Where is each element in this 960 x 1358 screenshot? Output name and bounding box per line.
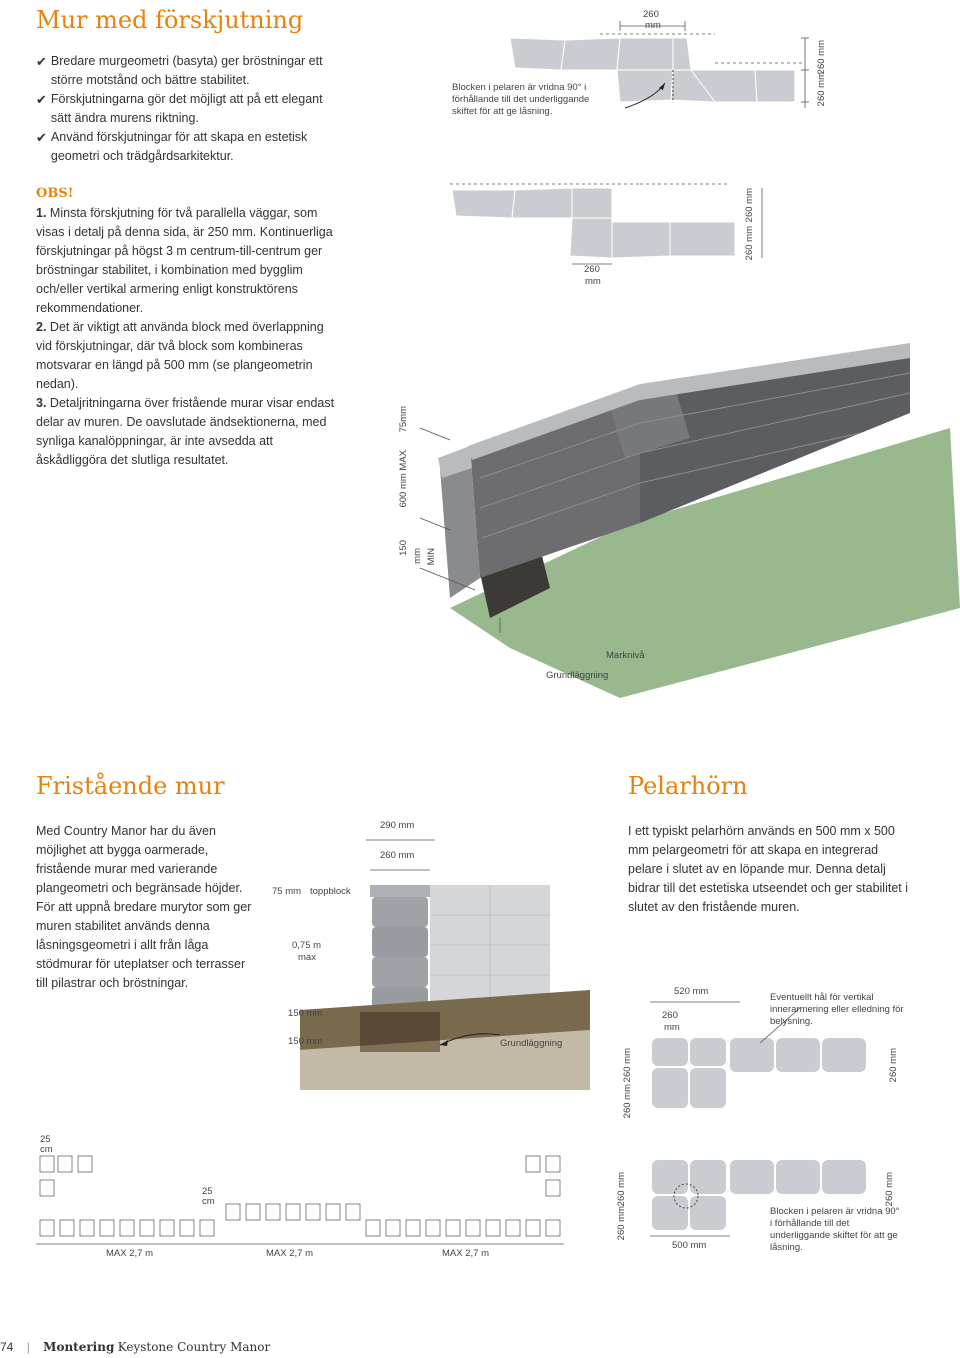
benefit-list: ✔Bredare murgeometri (basyta) ger bröstn… xyxy=(36,52,336,166)
dim-label-height: 600 mm MAX xyxy=(398,450,409,508)
obs-item: 2. Det är viktigt att använda block med … xyxy=(36,320,324,391)
section-title-pelarhorn: Pelarhörn xyxy=(628,772,748,800)
label-grundlaggning: Grundläggning xyxy=(500,1038,563,1049)
dim-label-min: MIN xyxy=(426,548,437,566)
section-title-forskjutning: Mur med förskjutning xyxy=(36,6,304,34)
label-toppblock: toppblock xyxy=(310,886,351,897)
dim-label-290: 290 mm xyxy=(380,820,415,831)
pelarhorn-caption: Blocken i pelaren är vridna 90° i förhål… xyxy=(770,1206,900,1253)
obs-item: 1. Minsta förskjutning för två parallell… xyxy=(36,206,333,315)
dim-label-mm: mm xyxy=(645,20,661,31)
checkmark-icon: ✔ xyxy=(36,54,47,69)
dim-label-cm: cm xyxy=(202,1196,215,1207)
dim-label-260: 260 xyxy=(662,1010,678,1021)
max-length-label: MAX 2,7 m xyxy=(442,1248,489,1259)
dim-label-vertical: 260 mm xyxy=(622,1048,633,1083)
pelarhorn-note: Eventuellt hål för vertikal innerarmerin… xyxy=(770,992,904,1027)
benefit-item: ✔Bredare murgeometri (basyta) ger bröstn… xyxy=(36,52,336,90)
dim-label-500: 500 mm xyxy=(672,1240,707,1251)
obs-item: 3. Detaljritningarna över fristående mur… xyxy=(36,396,335,467)
checkmark-icon: ✔ xyxy=(36,130,47,145)
section-title-fristaende: Fristående mur xyxy=(36,772,225,800)
dim-label-vertical: 260 mm xyxy=(888,1048,899,1083)
max-length-label: MAX 2,7 m xyxy=(106,1248,153,1259)
page-footer: 74 | Montering Keystone Country Manor xyxy=(0,1340,270,1354)
obs-heading: OBS! xyxy=(36,186,74,201)
max-length-label: MAX 2,7 m xyxy=(266,1248,313,1259)
dim-label-150: 150 mm xyxy=(288,1036,323,1047)
checkmark-icon: ✔ xyxy=(36,92,47,107)
dim-label-075: 0,75 m xyxy=(292,940,322,951)
dim-label-vertical: 260 mm xyxy=(884,1172,895,1207)
dim-label-vertical: 260 mm xyxy=(744,188,755,223)
dim-label-260: 260 mm xyxy=(380,850,415,861)
dim-label-75: 75mm xyxy=(398,406,409,433)
label-markniva: Marknivå xyxy=(606,650,645,661)
footer-section: Montering xyxy=(43,1340,115,1354)
dim-label-vertical: 260 mm xyxy=(744,226,755,261)
dim-label-260: 260 xyxy=(643,9,659,20)
dim-label-520: 520 mm xyxy=(674,986,709,997)
dim-label-cm: cm xyxy=(40,1144,53,1155)
dim-label-vertical: 260 mm xyxy=(616,1206,627,1241)
benefit-item: ✔Förskjutningarna gör det möjligt att på… xyxy=(36,90,336,128)
cross-section-diagram xyxy=(300,839,590,1090)
corner-pillar-plan-bottom xyxy=(650,1160,866,1237)
dim-label-150: 150 mm xyxy=(288,1008,323,1019)
dim-label-25: 25 xyxy=(40,1134,51,1145)
dim-label-150: 150 xyxy=(398,540,409,556)
page-number: 74 xyxy=(0,1340,14,1354)
obs-list: 1. Minsta förskjutning för två parallell… xyxy=(36,204,338,470)
dim-label-mm: mm xyxy=(664,1022,680,1033)
pelarhorn-text: I ett typiskt pelarhörn används en 500 m… xyxy=(628,824,909,914)
dim-label-75: 75 mm xyxy=(272,886,302,897)
footer-product: Keystone Country Manor xyxy=(117,1340,271,1354)
dim-label-max: max xyxy=(298,952,316,963)
wall-illustration xyxy=(419,183,960,698)
diagram-caption: Blocken i pelaren är vridna 90° i förhål… xyxy=(452,82,590,117)
dim-label-vertical: 260 mm xyxy=(616,1172,627,1207)
corner-pillar-plan-top xyxy=(650,1001,866,1108)
dim-label-mm: mm xyxy=(412,548,423,564)
offset-plan-diagram xyxy=(509,21,809,109)
dim-label-vertical: 260 mm xyxy=(622,1084,633,1119)
dim-label-vertical: 260 mm xyxy=(816,40,827,75)
dim-label-mm: mm xyxy=(585,276,601,287)
wall-plan-strip xyxy=(36,1155,564,1245)
benefit-item: ✔Använd förskjutningar för att skapa en … xyxy=(36,128,336,166)
dim-label-260: 260 xyxy=(584,264,600,275)
label-grundlaggning: Grundläggning xyxy=(546,670,609,681)
dim-label-25: 25 xyxy=(202,1186,213,1197)
footer-divider: | xyxy=(26,1340,30,1354)
dim-label-vertical: 260 mm xyxy=(816,72,827,107)
fristaende-text: Med Country Manor har du även möjlighet … xyxy=(36,824,252,990)
